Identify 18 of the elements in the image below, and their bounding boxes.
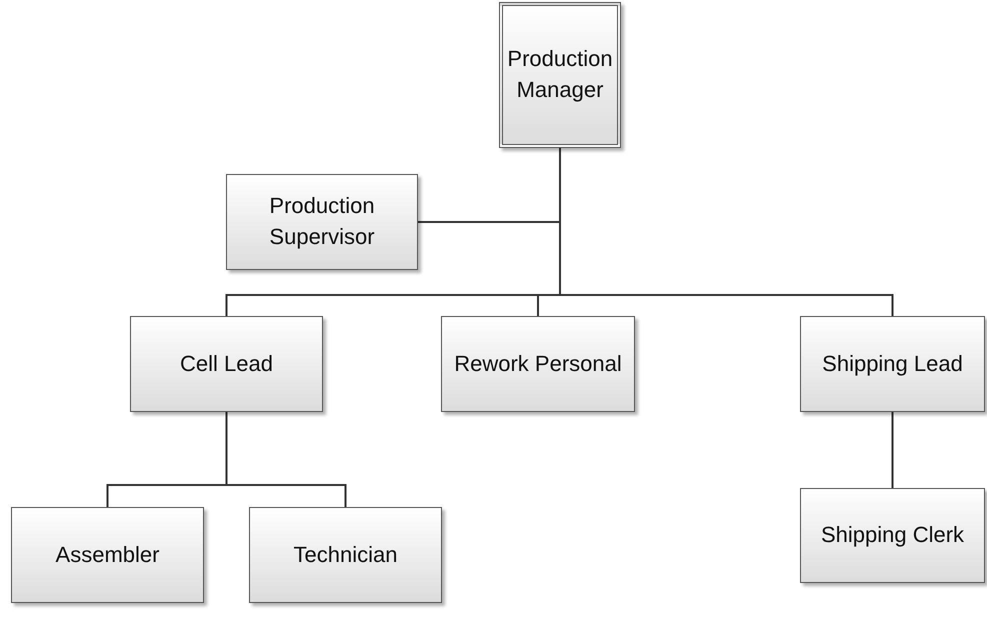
role-box bbox=[499, 2, 621, 148]
role-box bbox=[800, 316, 985, 412]
connector-line bbox=[892, 412, 894, 488]
role-title: Production Manager bbox=[506, 45, 614, 104]
role-title: Cell Lead bbox=[179, 350, 274, 378]
role-box bbox=[441, 316, 635, 412]
role-box bbox=[130, 316, 323, 412]
role-title: Assembler bbox=[54, 540, 160, 569]
role-title: Rework Personal bbox=[453, 350, 623, 378]
connector-line bbox=[226, 412, 346, 507]
role-title: Technician bbox=[292, 540, 398, 569]
role-title: Shipping Clerk bbox=[820, 521, 966, 550]
role-box bbox=[800, 488, 985, 583]
role-title: Production Supervisor bbox=[268, 192, 376, 251]
role-box bbox=[11, 507, 204, 603]
role-box bbox=[249, 507, 442, 603]
role-title: Shipping Lead bbox=[821, 350, 964, 378]
role-box bbox=[226, 174, 418, 270]
